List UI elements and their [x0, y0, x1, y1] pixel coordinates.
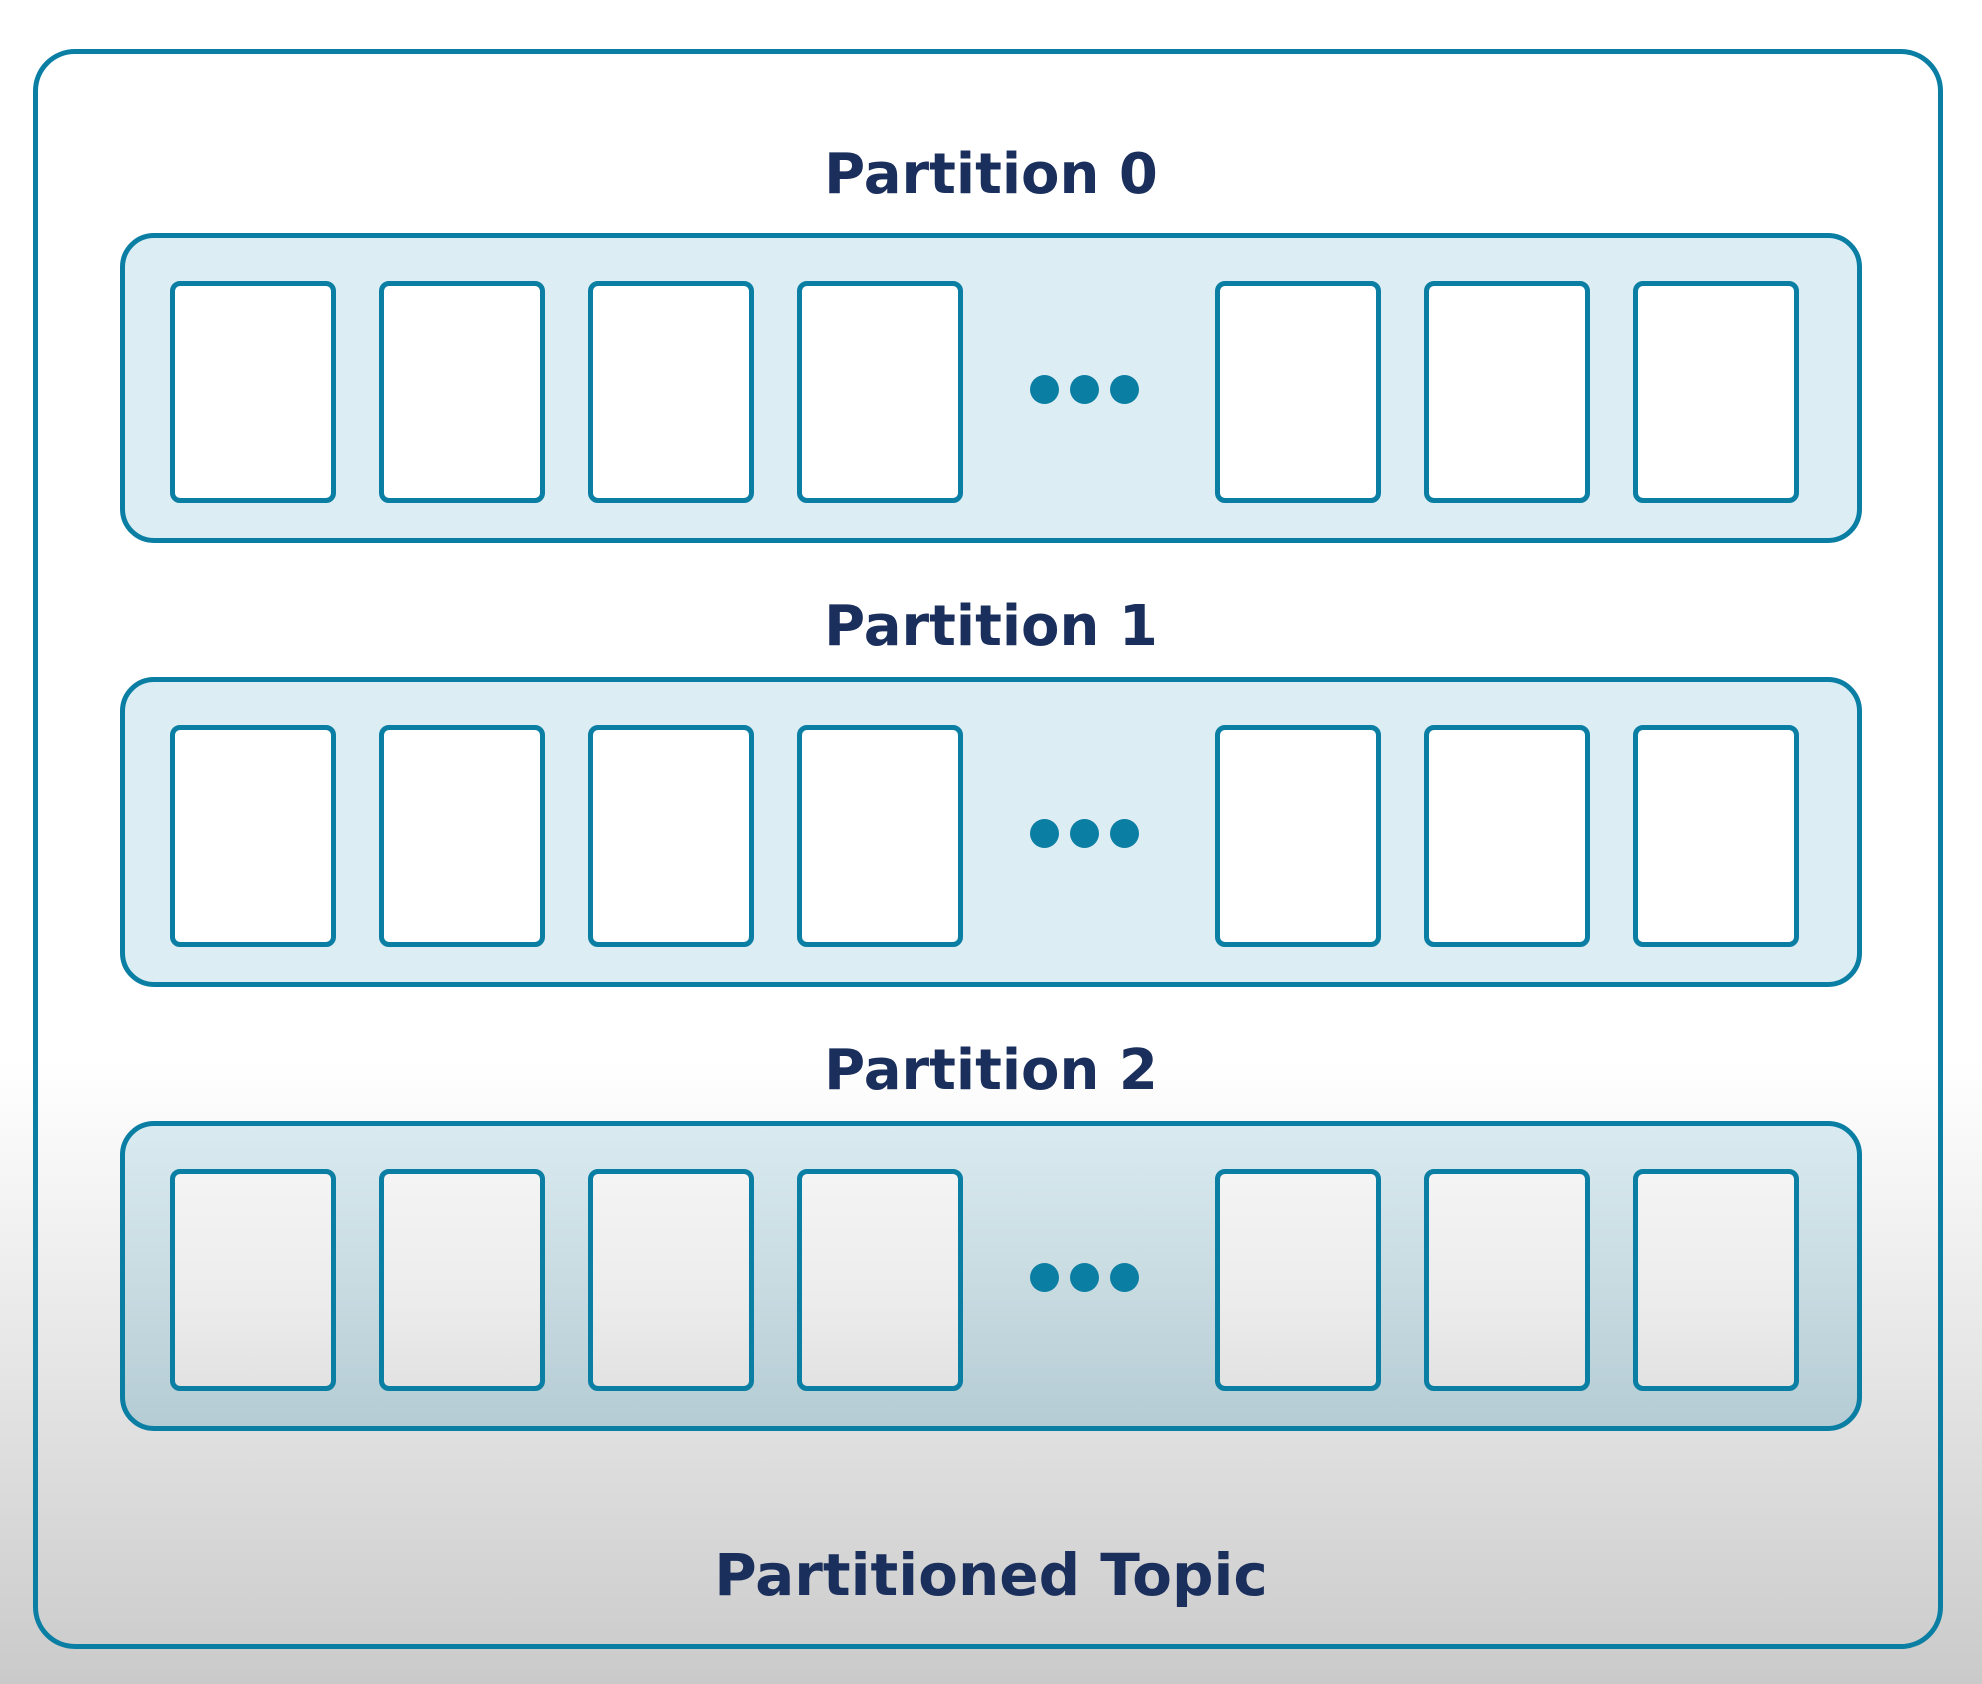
message-block [588, 281, 754, 503]
message-block [170, 1169, 336, 1391]
message-block [1633, 1169, 1799, 1391]
message-block [1424, 281, 1590, 503]
ellipsis-icon [1030, 375, 1140, 405]
partition-2 [120, 1121, 1862, 1431]
message-block [379, 725, 545, 947]
message-block [1633, 725, 1799, 947]
message-block [1215, 725, 1381, 947]
topic-label: Partitioned Topic [714, 1541, 1268, 1609]
message-block [1633, 281, 1799, 503]
message-block [797, 1169, 963, 1391]
message-block [170, 281, 336, 503]
partition-0-label: Partition 0 [824, 142, 1158, 207]
message-block [588, 1169, 754, 1391]
partition-0 [120, 233, 1862, 543]
message-block [1424, 1169, 1590, 1391]
message-block [588, 725, 754, 947]
message-block [1424, 725, 1590, 947]
partition-2-label: Partition 2 [824, 1038, 1158, 1103]
ellipsis-icon [1030, 819, 1140, 849]
message-block [379, 281, 545, 503]
message-block [1215, 281, 1381, 503]
partitioned-topic-container [33, 49, 1943, 1649]
partition-1 [120, 677, 1862, 987]
message-block [170, 725, 336, 947]
message-block [797, 725, 963, 947]
message-block [379, 1169, 545, 1391]
message-block [1215, 1169, 1381, 1391]
partition-1-label: Partition 1 [824, 594, 1158, 659]
ellipsis-icon [1030, 1263, 1140, 1293]
message-block [797, 281, 963, 503]
